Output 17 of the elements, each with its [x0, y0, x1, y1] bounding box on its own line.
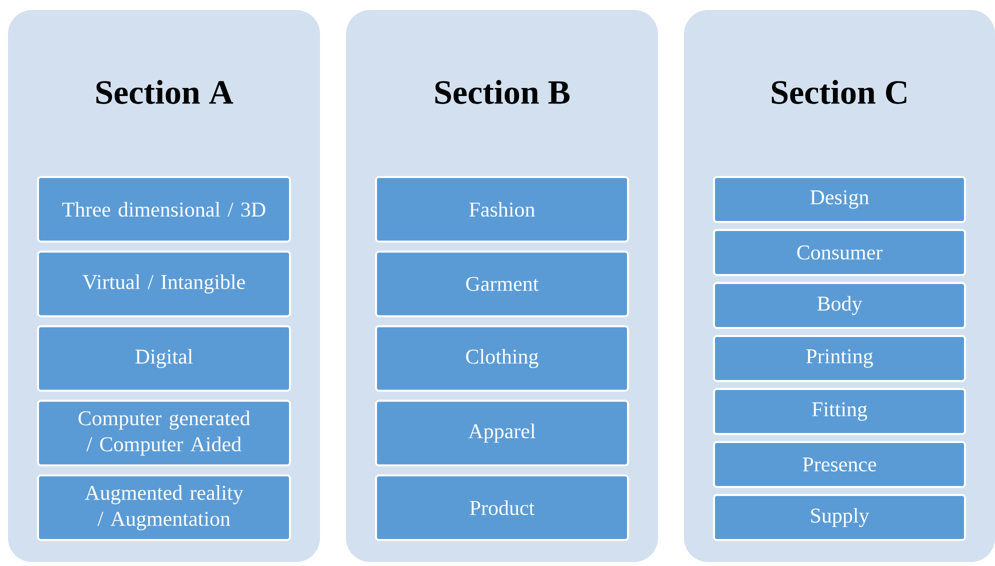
term-box: Augmented reality / Augmentation [37, 474, 291, 541]
term-box: Apparel [375, 400, 629, 466]
term-box: Product [375, 474, 629, 541]
term-box: Virtual / Intangible [37, 250, 291, 318]
term-box: Computer generated / Computer Aided [37, 400, 291, 466]
term-box: Garment [375, 250, 629, 318]
term-box: Printing [713, 335, 966, 382]
term-box: Fashion [375, 176, 629, 243]
term-box: Presence [713, 441, 966, 488]
term-box: Supply [713, 494, 966, 541]
term-box: Digital [37, 325, 291, 392]
term-box: Body [713, 282, 966, 329]
term-box: Clothing [375, 325, 629, 392]
term-box: Fitting [713, 388, 966, 435]
term-box: Three dimensional / 3D [37, 176, 291, 243]
term-box: Consumer [713, 229, 966, 276]
term-box: Design [713, 176, 966, 223]
